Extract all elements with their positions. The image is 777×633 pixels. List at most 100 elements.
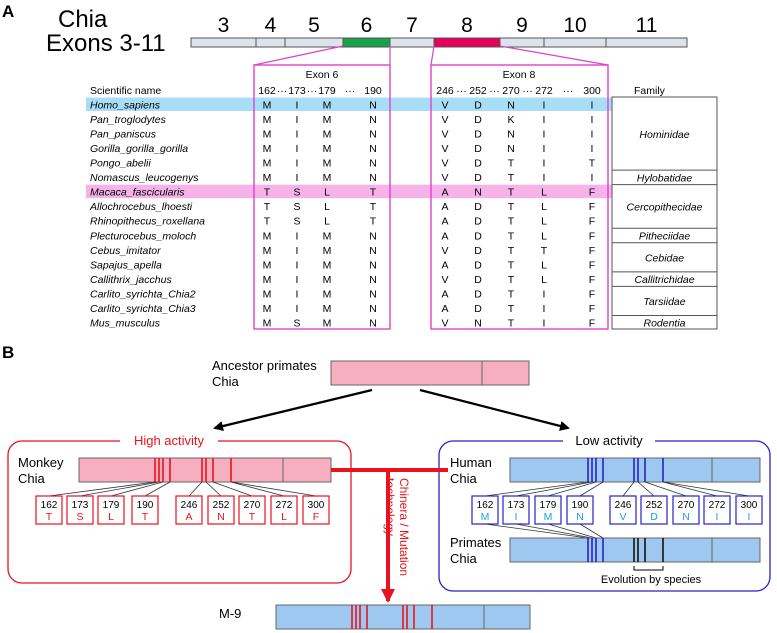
residue-position: 162 <box>41 500 58 511</box>
residue-cell: I <box>296 114 299 126</box>
residue-position: 252 <box>213 500 230 511</box>
residue-cell: D <box>474 100 482 112</box>
residue-cell: I <box>296 245 299 257</box>
residue-aa: N <box>682 511 690 523</box>
residue-cell: S <box>293 216 300 228</box>
human-label-line2: Chia <box>450 471 478 486</box>
residue-position: 270 <box>244 500 261 511</box>
residue-aa: T <box>249 511 256 523</box>
residue-cell: D <box>474 245 482 257</box>
residue-cell: V <box>441 129 448 141</box>
residue-cell: I <box>543 317 546 329</box>
residue-aa: I <box>748 511 751 523</box>
species-name: Pongo_abelii <box>90 158 151 170</box>
residue-cell: V <box>441 143 448 155</box>
residue-cell: M <box>323 288 332 300</box>
residue-box-179 <box>97 495 125 525</box>
ancestor-gene-bar <box>330 360 530 386</box>
residue-cell: V <box>441 100 448 112</box>
residue-position: 173 <box>508 500 525 511</box>
residue-aa: M <box>481 511 490 523</box>
residue-cell: D <box>474 230 482 242</box>
residue-cell: T <box>508 172 515 184</box>
residue-cell: N <box>369 158 377 170</box>
exon8-title: Exon 8 <box>503 69 536 81</box>
species-name: Sapajus_apella <box>90 259 162 271</box>
evolution-bracket <box>633 566 664 571</box>
row-highlight <box>86 97 612 111</box>
residue-aa: S <box>76 511 83 523</box>
exon8-connector-left <box>430 45 435 66</box>
residue-cell: I <box>591 172 594 184</box>
residue-box-179 <box>534 495 562 525</box>
exon6-connector-left <box>253 45 344 66</box>
residue-cell: D <box>474 216 482 228</box>
species-name: Rhinopithecus_roxellana <box>90 216 205 228</box>
residue-box-252 <box>640 495 668 525</box>
residue-cell: A <box>441 230 448 242</box>
low-activity-label: Low activity <box>575 433 643 448</box>
residue-cell: M <box>323 259 332 271</box>
residue-cell: N <box>369 143 377 155</box>
residue-cell: M <box>263 303 272 315</box>
exon-3-label: 3 <box>218 14 230 37</box>
residue-cell: F <box>589 216 595 228</box>
family-label: Cercopithecidae <box>627 201 703 213</box>
residue-cell: V <box>441 172 448 184</box>
residue-cell: L <box>324 187 330 199</box>
exon-9-segment <box>499 37 545 48</box>
scientific-name-header: Scientific name <box>90 85 161 97</box>
residue-cell: M <box>263 317 272 329</box>
species-name: Callithrix_jacchus <box>90 274 172 286</box>
residue-position: 179 <box>540 500 557 511</box>
residue-position: 246 <box>181 500 198 511</box>
residue-cell: N <box>369 230 377 242</box>
residue-cell: F <box>589 317 595 329</box>
residue-cell: N <box>369 288 377 300</box>
residue-cell: M <box>263 143 272 155</box>
residue-box-270 <box>238 495 266 525</box>
exon-10-segment <box>543 37 607 48</box>
residue-cell: A <box>441 259 448 271</box>
residue-cell: I <box>296 158 299 170</box>
exon6-title: Exon 6 <box>306 69 339 81</box>
residue-cell: A <box>441 288 448 300</box>
species-name: Gorilla_gorilla_gorilla <box>90 143 188 155</box>
residue-cell: F <box>589 303 595 315</box>
residue-cell: M <box>323 230 332 242</box>
exon8-pos-300: 300 <box>583 85 601 97</box>
residue-box-246 <box>175 495 203 525</box>
residue-cell: I <box>296 143 299 155</box>
residue-cell: T <box>508 288 515 300</box>
residue-cell: T <box>508 303 515 315</box>
residue-cell: M <box>323 317 332 329</box>
exon-11-segment <box>605 37 688 48</box>
residue-cell: N <box>507 129 515 141</box>
residue-cell: N <box>507 100 515 112</box>
monkey-gene-bar <box>78 457 332 483</box>
residue-position: 190 <box>572 500 589 511</box>
primates-label-line2: Chia <box>450 551 478 566</box>
monkey-mutation-marks <box>154 458 232 482</box>
residue-cell: F <box>589 201 595 213</box>
exon-4-label: 4 <box>265 14 277 37</box>
residue-cell: T <box>264 216 271 228</box>
exon6-pos-190: 190 <box>364 85 382 97</box>
residue-cell: K <box>507 114 514 126</box>
ellipsis: ··· <box>345 85 356 97</box>
residue-cell: D <box>474 129 482 141</box>
residue-aa: T <box>46 511 53 523</box>
family-label: Pitheciidae <box>639 231 691 243</box>
residue-cell: F <box>589 187 595 199</box>
residue-position: 173 <box>72 500 89 511</box>
species-name: Allochrocebus_lhoesti <box>89 201 193 213</box>
residue-cell: T <box>508 230 515 242</box>
residue-cell: I <box>296 288 299 300</box>
panel-b-label: B <box>2 343 14 362</box>
monkey-label-line1: Monkey <box>18 455 64 470</box>
chia-title: Chia <box>58 6 108 33</box>
residue-cell: L <box>541 201 547 213</box>
